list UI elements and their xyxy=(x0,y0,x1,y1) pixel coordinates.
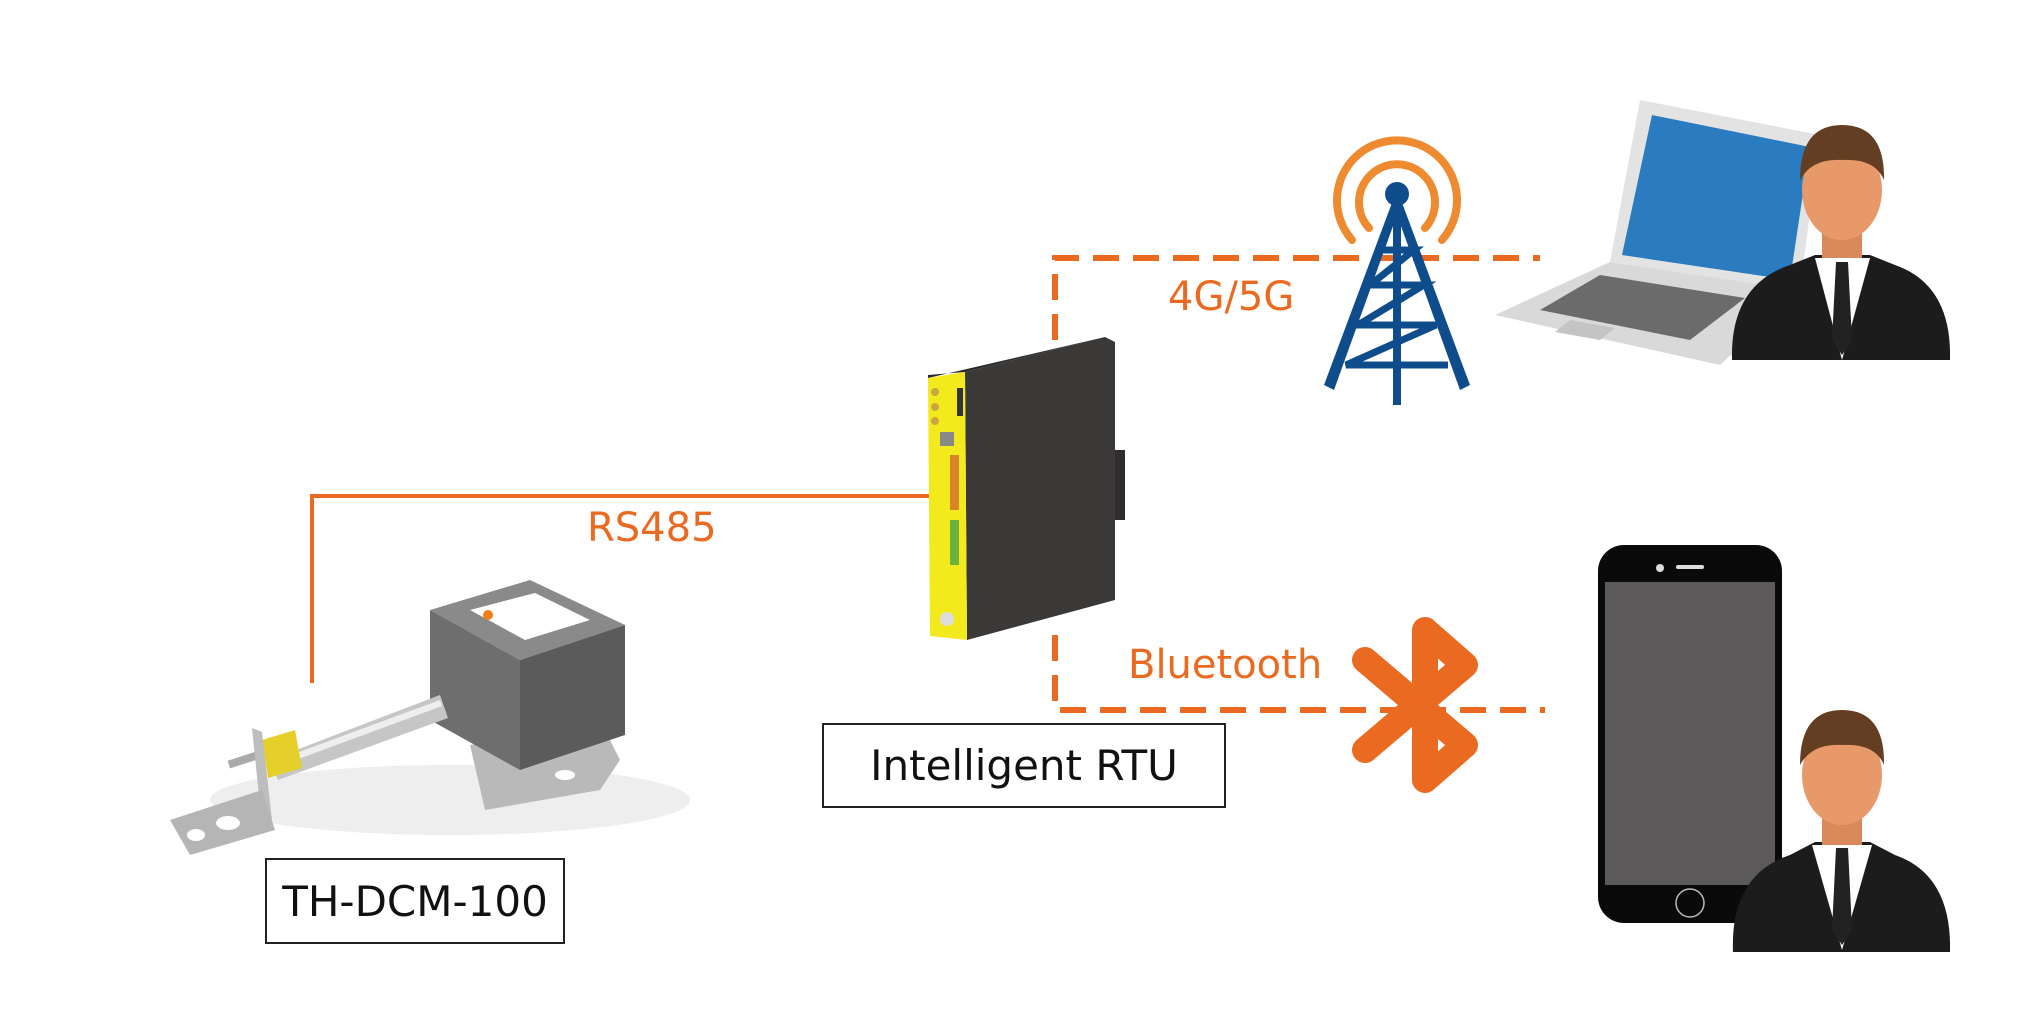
displacement-sensor-icon xyxy=(170,580,690,855)
bluetooth-link-label: Bluetooth xyxy=(1128,642,1323,688)
bluetooth-link-line xyxy=(1052,635,1545,713)
person-icon-phone-user xyxy=(1732,710,1951,952)
rtu-device-icon xyxy=(928,337,1125,640)
rtu-label: Intelligent RTU xyxy=(822,723,1226,808)
smartphone-icon xyxy=(1598,545,1782,923)
rs485-link-label: RS485 xyxy=(587,505,717,551)
cellular-link-label: 4G/5G xyxy=(1168,274,1295,320)
person-icon-laptop-user xyxy=(1731,125,1951,360)
sensor-label: TH-DCM-100 xyxy=(265,858,565,944)
cell-tower-icon xyxy=(1324,136,1470,405)
laptop-icon xyxy=(1495,100,1820,365)
cellular-link-line xyxy=(1052,255,1540,340)
rs485-link-line xyxy=(310,494,935,683)
bluetooth-icon xyxy=(1352,617,1478,793)
